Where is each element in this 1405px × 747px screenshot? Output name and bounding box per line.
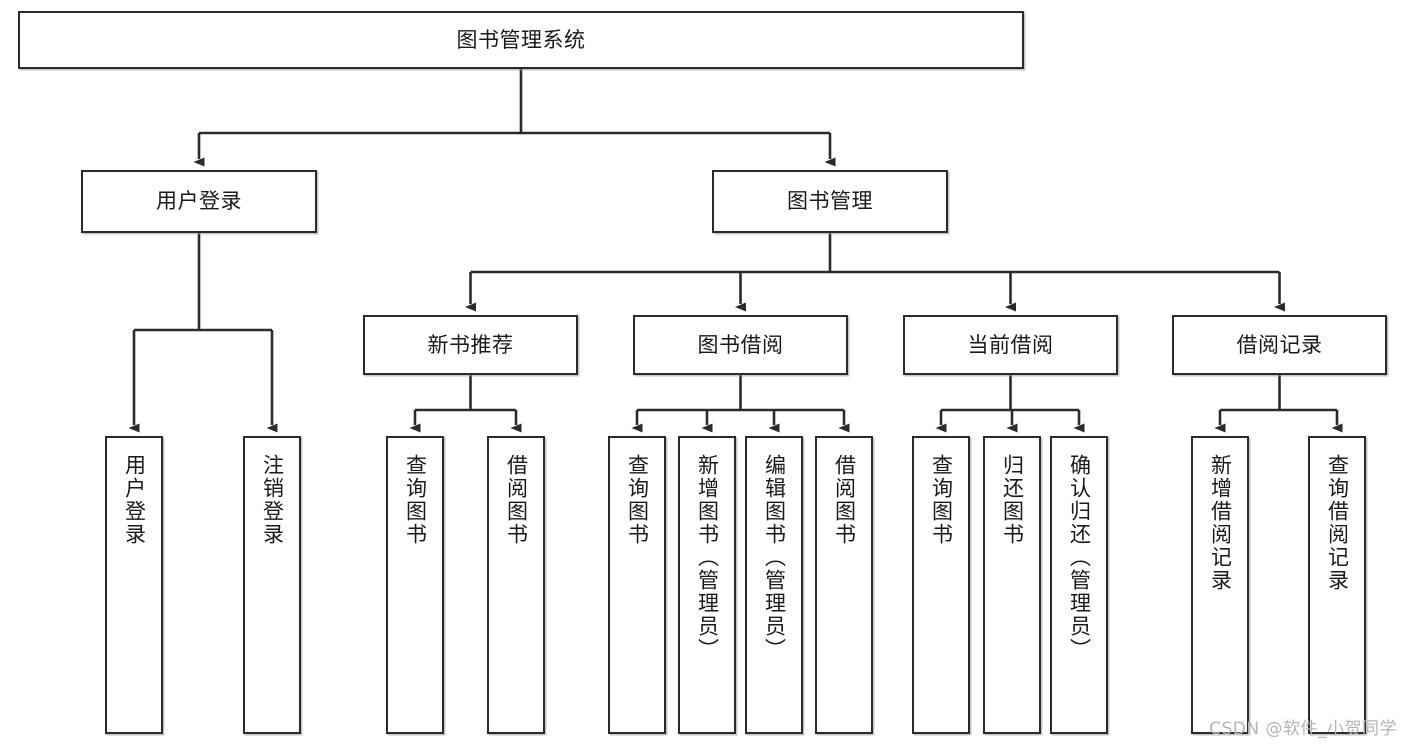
node-root-label: 图书管理系统 bbox=[456, 27, 586, 52]
node-book-borrow-label: 图书借阅 bbox=[697, 332, 784, 357]
node-leaf-add-record[interactable]: 新增借阅记录 bbox=[1191, 436, 1249, 734]
node-leaf-confirm-return[interactable]: 确认归还（管理员） bbox=[1050, 436, 1108, 734]
node-user-login-label: 用户登录 bbox=[156, 189, 242, 214]
node-root[interactable]: 图书管理系统 bbox=[18, 11, 1024, 69]
node-leaf-return-book-label: 归还图书 bbox=[1000, 454, 1025, 546]
node-book-manage[interactable]: 图书管理 bbox=[712, 170, 948, 233]
node-leaf-borrow-book-1-label: 借阅图书 bbox=[504, 454, 529, 546]
node-leaf-edit-book-label: 编辑图书（管理员） bbox=[762, 454, 787, 661]
node-leaf-query-record-label: 查询借阅记录 bbox=[1325, 454, 1350, 592]
node-leaf-confirm-return-label: 确认归还（管理员） bbox=[1067, 454, 1092, 661]
node-borrow-record-label: 借阅记录 bbox=[1236, 332, 1323, 357]
node-leaf-add-book[interactable]: 新增图书（管理员） bbox=[678, 436, 736, 734]
node-leaf-query-book-3[interactable]: 查询图书 bbox=[912, 436, 970, 734]
node-leaf-user-logout-label: 注销登录 bbox=[260, 454, 285, 546]
node-leaf-borrow-book-2-label: 借阅图书 bbox=[832, 454, 857, 546]
node-leaf-query-record[interactable]: 查询借阅记录 bbox=[1308, 436, 1366, 734]
node-user-login[interactable]: 用户登录 bbox=[81, 170, 317, 233]
node-leaf-return-book[interactable]: 归还图书 bbox=[983, 436, 1041, 734]
node-book-borrow[interactable]: 图书借阅 bbox=[633, 315, 848, 375]
node-new-book-rec-label: 新书推荐 bbox=[427, 332, 514, 357]
node-leaf-user-login[interactable]: 用户登录 bbox=[105, 436, 163, 734]
node-book-manage-label: 图书管理 bbox=[787, 189, 873, 214]
node-leaf-user-login-label: 用户登录 bbox=[122, 454, 147, 546]
node-leaf-query-book-1-label: 查询图书 bbox=[403, 454, 428, 546]
node-leaf-user-logout[interactable]: 注销登录 bbox=[243, 436, 301, 734]
node-leaf-query-book-2[interactable]: 查询图书 bbox=[608, 436, 666, 734]
watermark: CSDN @软件_小贺同学 bbox=[1209, 719, 1397, 739]
node-leaf-borrow-book-2[interactable]: 借阅图书 bbox=[815, 436, 873, 734]
node-new-book-rec[interactable]: 新书推荐 bbox=[363, 315, 578, 375]
node-leaf-add-book-label: 新增图书（管理员） bbox=[695, 454, 720, 661]
node-current-borrow-label: 当前借阅 bbox=[967, 332, 1054, 357]
node-leaf-query-book-1[interactable]: 查询图书 bbox=[386, 436, 444, 734]
node-leaf-add-record-label: 新增借阅记录 bbox=[1208, 454, 1233, 592]
node-leaf-query-book-3-label: 查询图书 bbox=[929, 454, 954, 546]
node-leaf-edit-book[interactable]: 编辑图书（管理员） bbox=[745, 436, 803, 734]
node-leaf-query-book-2-label: 查询图书 bbox=[625, 454, 650, 546]
node-borrow-record[interactable]: 借阅记录 bbox=[1172, 315, 1387, 375]
node-leaf-borrow-book-1[interactable]: 借阅图书 bbox=[487, 436, 545, 734]
node-current-borrow[interactable]: 当前借阅 bbox=[903, 315, 1118, 375]
